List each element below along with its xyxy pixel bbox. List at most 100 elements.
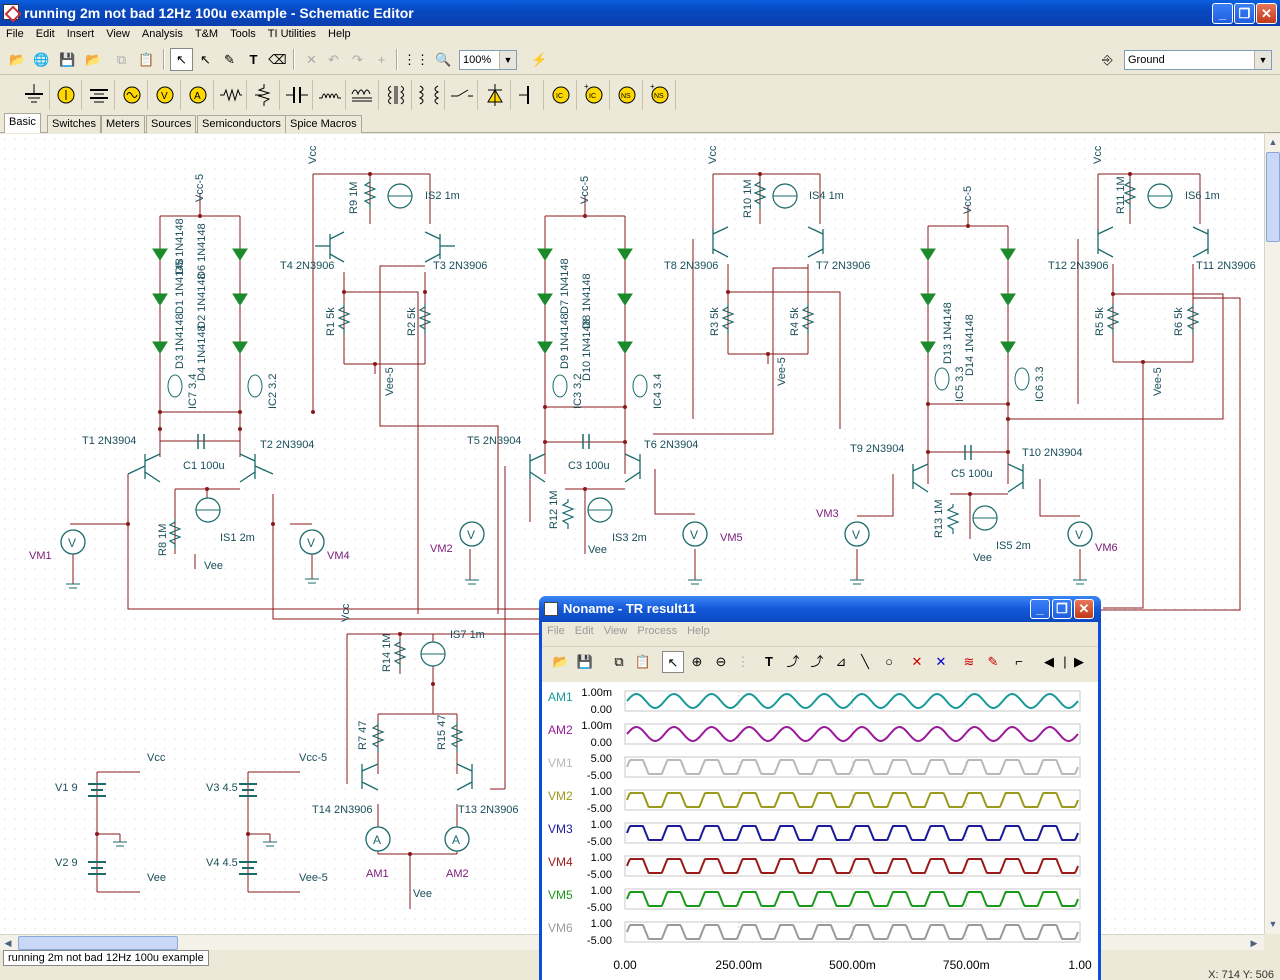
ground-icon[interactable] bbox=[18, 80, 50, 110]
capacitor-icon[interactable] bbox=[281, 80, 313, 110]
redo-icon[interactable]: ↷ bbox=[352, 52, 363, 67]
line-icon[interactable]: ╲ bbox=[861, 654, 869, 669]
vertical-scrollbar[interactable]: ▲ ▼ bbox=[1264, 134, 1280, 934]
net-label[interactable]: Vcc bbox=[307, 145, 319, 164]
menu-ti-utilities[interactable]: TI Utilities bbox=[267, 28, 317, 40]
maximize-button[interactable]: ❐ bbox=[1234, 3, 1255, 24]
transistor-label[interactable]: T3 2N3906 bbox=[433, 260, 488, 272]
diode-label[interactable]: D7 1N4148 bbox=[559, 258, 571, 314]
diode-label[interactable]: D5 1N4148 bbox=[174, 218, 186, 274]
meter-label[interactable]: VM6 bbox=[1095, 542, 1118, 554]
transformer-icon[interactable] bbox=[380, 80, 412, 110]
diode-label[interactable]: D14 1N4148 bbox=[964, 314, 976, 376]
net-label[interactable]: Vee bbox=[413, 888, 432, 900]
meter-label[interactable]: VM5 bbox=[720, 532, 743, 544]
curve-icon[interactable]: ⤴ bbox=[786, 654, 800, 669]
transistor-label[interactable]: T1 2N3904 bbox=[82, 435, 137, 447]
tab-basic[interactable]: Basic bbox=[4, 113, 41, 133]
menu-insert[interactable]: Insert bbox=[66, 28, 95, 40]
resistor-label[interactable]: R9 1M bbox=[348, 181, 360, 214]
save-icon[interactable]: 💾 bbox=[576, 654, 594, 669]
source-label[interactable]: IS3 2m bbox=[612, 532, 647, 544]
transistor-label[interactable]: T4 2N3906 bbox=[280, 260, 335, 272]
result-menu-view[interactable]: View bbox=[603, 625, 628, 637]
diode-label[interactable]: D13 1N4148 bbox=[942, 302, 954, 364]
source-label[interactable]: IS5 2m bbox=[996, 540, 1031, 552]
resistor-label[interactable]: R5 5k bbox=[1094, 307, 1106, 336]
wire-select-icon[interactable]: ↖ bbox=[200, 52, 211, 67]
voltmeter-icon[interactable]: V bbox=[149, 80, 181, 110]
resistor-label[interactable]: R11 1M bbox=[1115, 176, 1127, 214]
eraser-icon[interactable]: ⌫ bbox=[268, 52, 287, 67]
transistor-label[interactable]: T7 2N3906 bbox=[816, 260, 871, 272]
zoom-out-icon[interactable]: ⊖ bbox=[715, 654, 727, 669]
resistor-label[interactable]: R8 1M bbox=[157, 523, 169, 556]
transistor-label[interactable]: T5 2N3904 bbox=[467, 435, 522, 447]
chevron-down-icon[interactable]: ▼ bbox=[1254, 51, 1271, 69]
zoom-in-icon[interactable]: ⊕ bbox=[691, 654, 703, 669]
junction-icon[interactable]: + bbox=[377, 52, 386, 67]
tab-semiconductors[interactable]: Semiconductors bbox=[197, 115, 286, 133]
zoom-icon[interactable]: 🔍 bbox=[435, 52, 452, 67]
transistor-label[interactable]: T2 2N3904 bbox=[260, 439, 315, 451]
grid-icon[interactable]: ⋮ bbox=[736, 654, 750, 669]
potentiometer-icon[interactable] bbox=[248, 80, 280, 110]
zener-diode-icon[interactable] bbox=[479, 80, 511, 110]
capacitor-label[interactable]: C5 100u bbox=[951, 468, 993, 480]
menu-edit[interactable]: Edit bbox=[35, 28, 55, 40]
node-set-plus-icon[interactable]: NS+ bbox=[644, 80, 676, 110]
ic-label[interactable]: IC6 3.3 bbox=[1034, 366, 1046, 402]
net-label[interactable]: Vee bbox=[973, 552, 992, 564]
arrow-right-icon[interactable]: ▶ bbox=[1074, 654, 1084, 669]
ammeter-icon[interactable]: A bbox=[182, 80, 214, 110]
net-label[interactable]: Vee bbox=[204, 560, 223, 572]
source-label[interactable]: IS6 1m bbox=[1185, 190, 1220, 202]
tab-sources[interactable]: Sources bbox=[146, 115, 197, 133]
resistor-label[interactable]: R4 5k bbox=[789, 307, 801, 336]
cursor-b-icon[interactable]: ✕ bbox=[935, 654, 947, 669]
select-arrow-icon[interactable]: ↖ bbox=[170, 48, 193, 71]
delete-icon[interactable]: ✕ bbox=[306, 52, 317, 67]
diode-label[interactable]: D8 1N4148 bbox=[581, 273, 593, 329]
transformer-ct-icon[interactable] bbox=[413, 80, 445, 110]
source-label[interactable]: IS1 2m bbox=[220, 532, 255, 544]
scroll-up-icon[interactable]: ▲ bbox=[1268, 137, 1278, 147]
capacitor-label[interactable]: C3 100u bbox=[568, 460, 610, 472]
resistor-label[interactable]: R12 1M bbox=[548, 490, 560, 529]
menu-file[interactable]: File bbox=[6, 28, 24, 40]
scroll-right-icon[interactable]: ▶ bbox=[1250, 938, 1258, 948]
resistor-label[interactable]: R10 1M bbox=[742, 179, 754, 218]
transistor-label[interactable]: T9 2N3904 bbox=[850, 443, 905, 455]
diode-label[interactable]: D4 1N4148 bbox=[196, 325, 208, 381]
battery-label[interactable]: V3 4.5 bbox=[206, 782, 238, 794]
diode-label[interactable]: D9 1N4148 bbox=[559, 313, 571, 369]
meter-label[interactable]: AM2 bbox=[446, 868, 469, 880]
scroll-left-icon[interactable]: ◀ bbox=[4, 938, 12, 948]
initial-condition-plus-icon[interactable]: IC+ bbox=[578, 80, 610, 110]
source-label[interactable]: IS2 1m bbox=[425, 190, 460, 202]
resistor-label[interactable]: R2 5k bbox=[406, 307, 418, 336]
net-label[interactable]: Vcc bbox=[707, 145, 719, 164]
transistor-label[interactable]: T14 2N3906 bbox=[312, 804, 373, 816]
menu-view[interactable]: View bbox=[106, 28, 130, 40]
scroll-down-icon[interactable]: ▼ bbox=[1268, 919, 1278, 929]
inductor-icon[interactable] bbox=[314, 80, 346, 110]
meter-label[interactable]: VM1 bbox=[29, 550, 52, 562]
resistor-icon[interactable] bbox=[215, 80, 247, 110]
cursor-bar-icon[interactable]: | bbox=[1063, 654, 1067, 669]
step-icon[interactable]: ⌐ bbox=[1015, 654, 1023, 669]
curve-icon[interactable]: ⤴ bbox=[810, 654, 824, 669]
menu-tools[interactable]: Tools bbox=[230, 28, 256, 40]
net-label[interactable]: Vee bbox=[588, 544, 607, 556]
open-folder-icon[interactable]: 📂 bbox=[552, 654, 570, 669]
tab-meters[interactable]: Meters bbox=[101, 115, 145, 133]
net-label[interactable]: Vee-5 bbox=[384, 367, 396, 396]
axis-icon[interactable]: ⊿ bbox=[835, 654, 847, 669]
resistor-label[interactable]: R15 47 bbox=[436, 714, 448, 750]
component-select[interactable]: Ground ▼ bbox=[1124, 50, 1272, 70]
net-label[interactable]: Vcc bbox=[340, 603, 352, 622]
result-minimize-button[interactable]: _ bbox=[1030, 599, 1050, 619]
meter-label[interactable]: VM4 bbox=[327, 550, 350, 562]
sine-source-icon[interactable] bbox=[116, 80, 148, 110]
